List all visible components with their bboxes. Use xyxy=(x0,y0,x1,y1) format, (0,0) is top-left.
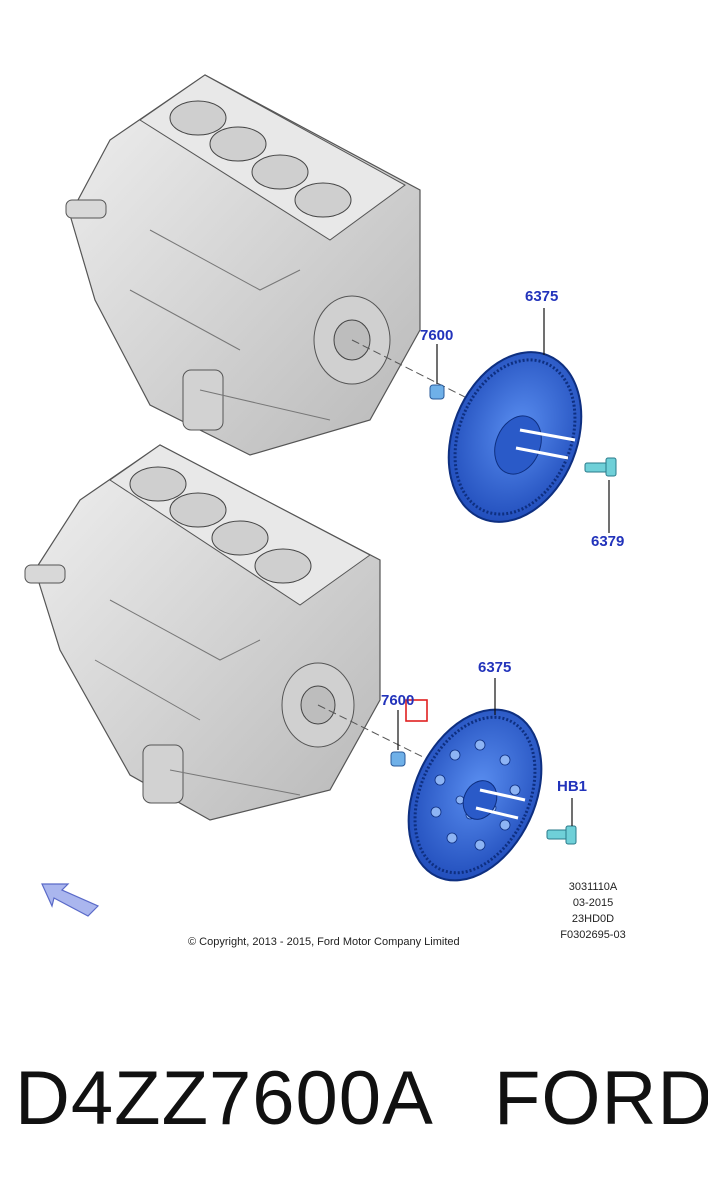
brand-name: FORD xyxy=(494,1056,708,1141)
engine-block-bottom xyxy=(24,444,381,821)
part-number: D4ZZ7600A xyxy=(15,1056,434,1141)
callout-7600-top: 7600 xyxy=(420,327,454,344)
navigation-arrow-icon[interactable] xyxy=(41,883,100,917)
diagram-code: 23HD0D xyxy=(571,913,615,925)
engine-block-top xyxy=(65,74,421,456)
diagram-info: 3031110A 03-2015 23HD0D F0302695-03 xyxy=(548,879,638,943)
callout-6375-bottom: 6375 xyxy=(478,659,512,676)
callout-6375-top: 6375 xyxy=(525,288,559,305)
diagram-date: 03-2015 xyxy=(572,897,614,909)
callout-hb1: HB1 xyxy=(557,778,588,795)
selection-box-icon xyxy=(405,699,428,722)
copyright-text: © Copyright, 2013 - 2015, Ford Motor Com… xyxy=(188,936,460,948)
flywheel-bolt-top xyxy=(584,457,617,477)
callout-7600-bottom: 7600 xyxy=(381,692,415,709)
parts-diagram xyxy=(24,74,617,917)
pilot-bushing-bottom xyxy=(390,751,406,767)
diagram-id: 3031110A xyxy=(568,881,618,893)
diagram-ref: F0302695-03 xyxy=(560,929,626,941)
pilot-bushing-top xyxy=(429,384,445,400)
flexplate-bolt-bottom xyxy=(546,825,577,845)
flexplate-bottom xyxy=(407,708,543,882)
flywheel-top xyxy=(447,351,583,523)
callout-6379: 6379 xyxy=(591,533,625,550)
